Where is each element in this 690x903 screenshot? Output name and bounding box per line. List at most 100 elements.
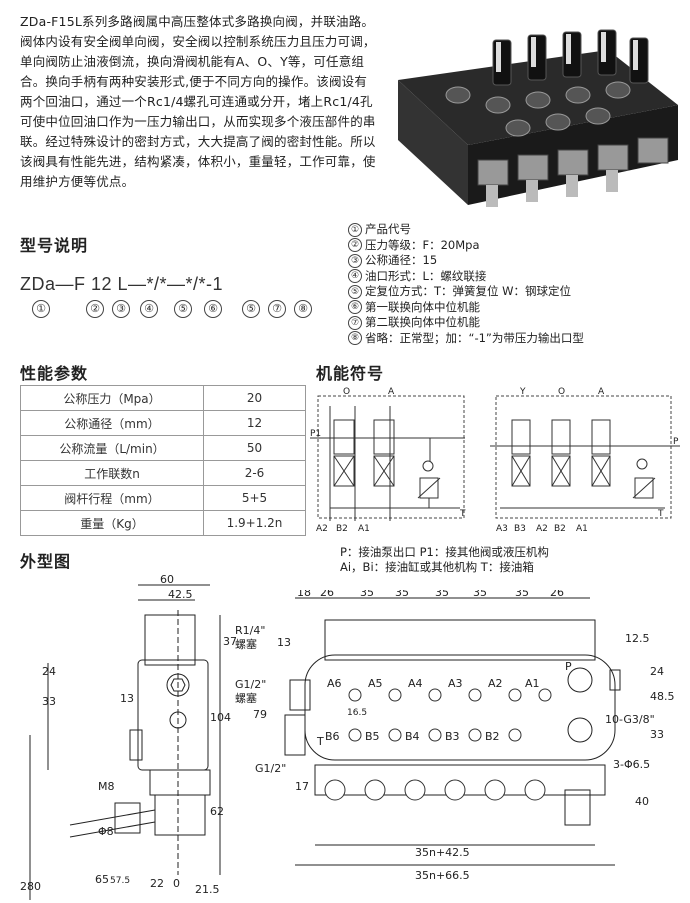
outline-front-view: 18 26 35 35 35 35 35 26 R1/4" 螺塞 13 G1/2… bbox=[235, 590, 675, 882]
label: 螺塞 bbox=[235, 637, 257, 651]
outline-heading: 外型图 bbox=[20, 552, 72, 571]
table-row: 阀杆行程（mm）5+5 bbox=[20, 485, 306, 511]
port-a: A bbox=[388, 387, 395, 397]
port-b4: B4 bbox=[405, 730, 420, 743]
table-row: 重量（Kg）1.9+1.2n bbox=[20, 510, 306, 536]
dim: Φ8 bbox=[98, 825, 114, 838]
dim: 57.5 bbox=[110, 876, 130, 886]
dim: 13 bbox=[277, 636, 291, 649]
port-b2: B2 bbox=[485, 730, 500, 743]
model-num: ④ bbox=[140, 300, 158, 318]
table-row: 公称流量（L/min）50 bbox=[20, 435, 306, 461]
port-a1: A1 bbox=[576, 524, 588, 534]
model-num: ③ bbox=[112, 300, 130, 318]
dim: 35n+66.5 bbox=[415, 869, 470, 882]
port-a2: A2 bbox=[488, 677, 503, 690]
dim: 13 bbox=[120, 692, 134, 705]
dim: 35n+42.5 bbox=[415, 846, 470, 859]
performance-table: 公称压力（Mpa）20 公称通径（mm）12 公称流量（L/min）50 工作联… bbox=[20, 385, 306, 536]
dim: 104 bbox=[210, 711, 231, 724]
symbol-diagram-left: O A P1 T A2 B2 A1 bbox=[310, 387, 466, 534]
port-a3: A3 bbox=[448, 677, 463, 690]
dim: 40 bbox=[635, 795, 649, 808]
dim: 26 bbox=[550, 590, 564, 599]
port-b3: B3 bbox=[445, 730, 460, 743]
port-t: T bbox=[459, 509, 466, 519]
dim: 0 bbox=[173, 877, 180, 890]
dim: 48.5 bbox=[650, 690, 675, 703]
dim: 35 bbox=[473, 590, 487, 599]
port-b2: B2 bbox=[554, 524, 566, 534]
dim: 42.5 bbox=[168, 588, 193, 601]
port-t: T bbox=[316, 735, 324, 748]
model-num: ② bbox=[86, 300, 104, 318]
table-row: 公称通径（mm）12 bbox=[20, 410, 306, 436]
port-p1: P1 bbox=[310, 429, 321, 439]
port-a2: A2 bbox=[536, 524, 548, 534]
performance-heading: 性能参数 bbox=[20, 364, 89, 383]
dim: 35 bbox=[435, 590, 449, 599]
label: 螺塞 bbox=[235, 691, 257, 705]
dim: 37 bbox=[223, 635, 237, 648]
label: G1/2" bbox=[255, 762, 286, 775]
port-a1: A1 bbox=[525, 677, 540, 690]
dim: 21.5 bbox=[195, 883, 220, 896]
outline-side-view: 60 42.5 37 24 33 13 104 62 M8 Φ8 280 65 … bbox=[20, 575, 237, 900]
label: 3-Φ6.5 bbox=[613, 758, 650, 771]
dim: 17 bbox=[295, 780, 309, 793]
port-o: O bbox=[558, 387, 565, 397]
model-num: ⑥ bbox=[204, 300, 222, 318]
intro-paragraph: ZDa-F15L系列多路阀属中高压整体式多路换向阀，并联油路。阀体内设有安全阀单… bbox=[20, 14, 376, 189]
symbol-heading: 机能符号 bbox=[316, 364, 385, 383]
table-row: 公称压力（Mpa）20 bbox=[20, 385, 306, 411]
dim: 22 bbox=[150, 877, 164, 890]
port-a: A bbox=[598, 387, 605, 397]
model-num: ⑧ bbox=[294, 300, 312, 318]
model-num: ① bbox=[32, 300, 50, 318]
dim: 60 bbox=[160, 575, 174, 586]
port-b6: B6 bbox=[325, 730, 340, 743]
dim: 65 bbox=[95, 873, 109, 886]
dim: 12.5 bbox=[625, 632, 650, 645]
port-a4: A4 bbox=[408, 677, 423, 690]
label: 10-G3/8" bbox=[605, 713, 655, 726]
symbol-caption-1: P：接油泵出口 P1：接其他阀或液压机构 bbox=[340, 545, 549, 559]
dim: 26 bbox=[320, 590, 334, 599]
port-b3: B3 bbox=[514, 524, 526, 534]
product-photo bbox=[378, 10, 688, 215]
port-p: P bbox=[565, 660, 572, 673]
label: R1/4" bbox=[235, 624, 265, 637]
symbol-diagram-right: Y O A P T A3 B3 A2 B2 A1 bbox=[490, 387, 680, 534]
dim: 33 bbox=[42, 695, 56, 708]
dim: 33 bbox=[650, 728, 664, 741]
port-b2: B2 bbox=[336, 524, 348, 534]
port-a1: A1 bbox=[358, 524, 370, 534]
model-heading: 型号说明 bbox=[20, 236, 89, 255]
dim: 35 bbox=[395, 590, 409, 599]
label: G1/2" bbox=[235, 678, 266, 691]
port-a2: A2 bbox=[316, 524, 328, 534]
dim: 16.5 bbox=[347, 708, 367, 718]
model-code: ZDa—F 12 L—*/*—*/*-1 bbox=[20, 274, 224, 294]
port-o: O bbox=[343, 387, 350, 397]
dim: 24 bbox=[650, 665, 664, 678]
port-p: P bbox=[673, 437, 679, 447]
model-code-numbers: ① ② ③ ④ ⑤ ⑥ ⑤ ⑦ ⑧ bbox=[32, 300, 322, 320]
model-num: ⑦ bbox=[268, 300, 286, 318]
model-num: ⑤ bbox=[174, 300, 192, 318]
dim: 35 bbox=[515, 590, 529, 599]
port-a6: A6 bbox=[327, 677, 342, 690]
port-a3: A3 bbox=[496, 524, 508, 534]
dim: 18 bbox=[297, 590, 311, 599]
dim: 24 bbox=[42, 665, 56, 678]
